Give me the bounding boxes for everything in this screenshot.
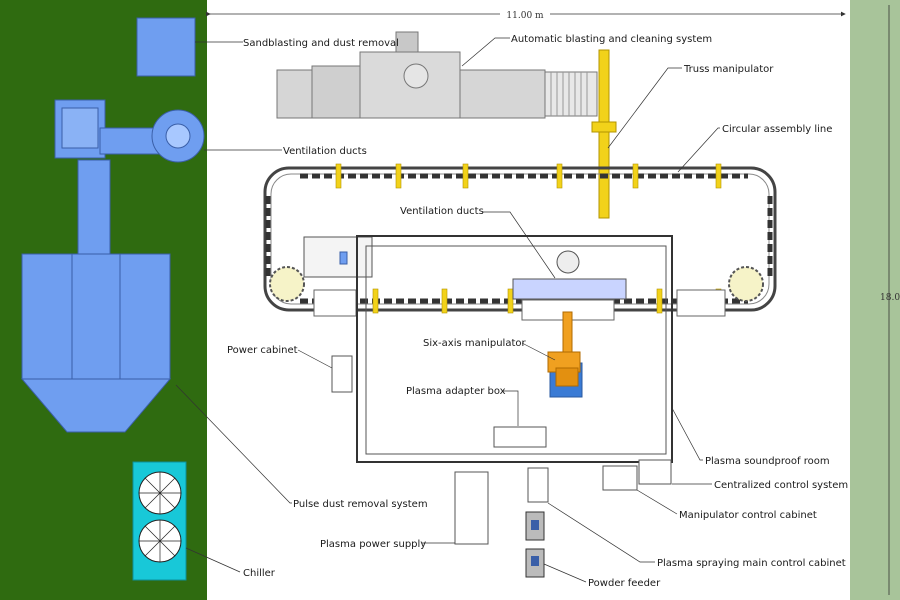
label-soundproof-room: Plasma soundproof room	[705, 456, 830, 467]
label-ventilation-ducts-top: Ventilation ducts	[283, 146, 367, 157]
label-plasma-adapter-box: Plasma adapter box	[406, 386, 506, 397]
sandblasting-dust-unit	[136, 17, 196, 77]
label-six-axis-manipulator: Six-axis manipulator	[423, 338, 526, 349]
centralized-control-box	[638, 459, 672, 485]
plasma-adapter-box	[493, 426, 547, 448]
powder-feeder-units	[525, 511, 545, 578]
six-axis-manipulator	[547, 311, 583, 398]
leader-lines	[175, 37, 720, 583]
power-cabinet	[331, 355, 353, 393]
width-dimension-bg	[500, 8, 550, 20]
right-margin-strip	[850, 0, 900, 600]
manipulator-control-cabinet	[602, 465, 638, 491]
pulse-dust-removal-system	[20, 99, 205, 433]
plasma-main-control-cabinet	[527, 467, 549, 503]
automatic-blasting-system	[276, 31, 598, 119]
label-sandblasting: Sandblasting and dust removal	[243, 38, 399, 49]
plasma-power-supply	[454, 471, 489, 545]
truss-manipulator	[598, 49, 610, 219]
label-assembly-line: Circular assembly line	[722, 124, 832, 135]
label-plasma-power-supply: Plasma power supply	[320, 539, 426, 550]
label-chiller: Chiller	[243, 568, 276, 579]
ventilation-duct-unit	[303, 236, 373, 278]
label-ventilation-ducts-mid: Ventilation ducts	[400, 206, 484, 217]
label-truss-manipulator: Truss manipulator	[683, 64, 774, 75]
truss-crossbar	[591, 121, 617, 133]
height-dimension-text: 18.0	[880, 293, 900, 303]
label-pulse-dust-removal: Pulse dust removal system	[293, 499, 428, 510]
label-centralized-control: Centralized control system	[714, 480, 848, 491]
width-dimension-text: 11.00 m	[506, 11, 544, 21]
label-main-control-cabinet: Plasma spraying main control cabinet	[657, 558, 846, 569]
label-power-cabinet: Power cabinet	[227, 345, 298, 356]
chiller-unit	[132, 461, 187, 581]
label-powder-feeder: Powder feeder	[588, 578, 661, 589]
label-blasting-system: Automatic blasting and cleaning system	[511, 34, 712, 45]
label-manipulator-cabinet: Manipulator control cabinet	[679, 510, 817, 521]
